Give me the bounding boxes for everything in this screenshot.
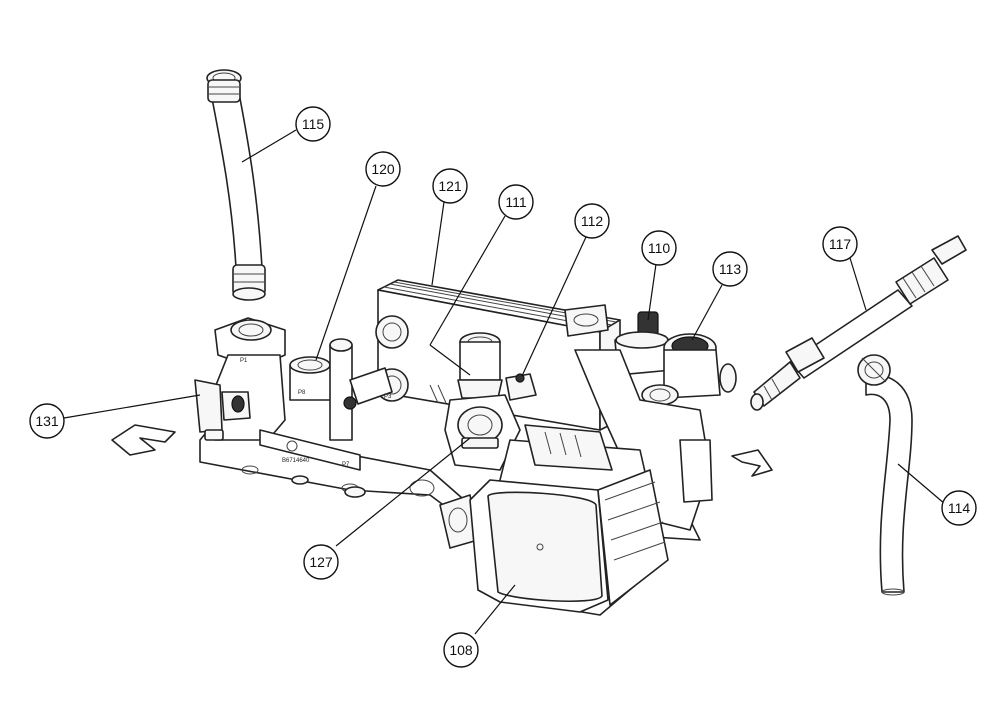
callout-131-label: 131 — [35, 413, 59, 429]
callout-111-label: 111 — [505, 194, 526, 210]
callout-120: 120 — [365, 151, 401, 187]
callout-121: 121 — [432, 168, 468, 204]
callout-110: 110 — [641, 230, 677, 266]
callout-127-label: 127 — [309, 554, 333, 570]
callout-121-label: 121 — [438, 178, 462, 194]
callout-111: 111 — [498, 184, 534, 220]
serial-marking: B6714640 — [282, 458, 310, 464]
callout-114-label: 114 — [948, 500, 971, 516]
callout-113-label: 113 — [719, 261, 742, 277]
pump-108 — [469, 424, 669, 616]
pipe-114 — [857, 354, 913, 596]
marking-p1: P1 — [240, 358, 248, 364]
callout-108-label: 108 — [449, 642, 473, 658]
pipe-115 — [206, 69, 266, 301]
callout-114: 114 — [941, 490, 977, 526]
right-hydraulic-block — [564, 304, 713, 531]
leader-lines — [63, 129, 946, 635]
valve-113 — [641, 333, 737, 406]
clip-right — [731, 449, 773, 477]
clip-left — [111, 424, 176, 456]
callout-112: 112 — [574, 203, 610, 239]
valve-111 — [457, 332, 503, 399]
valve-110 — [614, 311, 673, 376]
callout-117-label: 117 — [829, 236, 852, 252]
marking-p3: P3 — [384, 394, 392, 400]
marking-p8: P8 — [298, 390, 306, 396]
callout-115: 115 — [295, 106, 331, 142]
marking-p7: P7 — [342, 462, 350, 468]
callout-113: 113 — [712, 251, 748, 287]
callout-115-label: 115 — [302, 116, 325, 132]
valve-131 — [194, 379, 251, 441]
callout-112-label: 112 — [581, 213, 604, 229]
tube-117 — [750, 235, 967, 411]
callout-117: 117 — [822, 226, 858, 262]
callout-108: 108 — [443, 632, 479, 668]
callout-131: 131 — [29, 403, 65, 439]
valve-112 — [505, 373, 537, 401]
callout-127: 127 — [303, 544, 339, 580]
callout-110-label: 110 — [648, 240, 671, 256]
left-hydraulic-block: P1 P3 P7 P8 B6714640 — [209, 317, 393, 471]
callout-120-label: 120 — [371, 161, 395, 177]
